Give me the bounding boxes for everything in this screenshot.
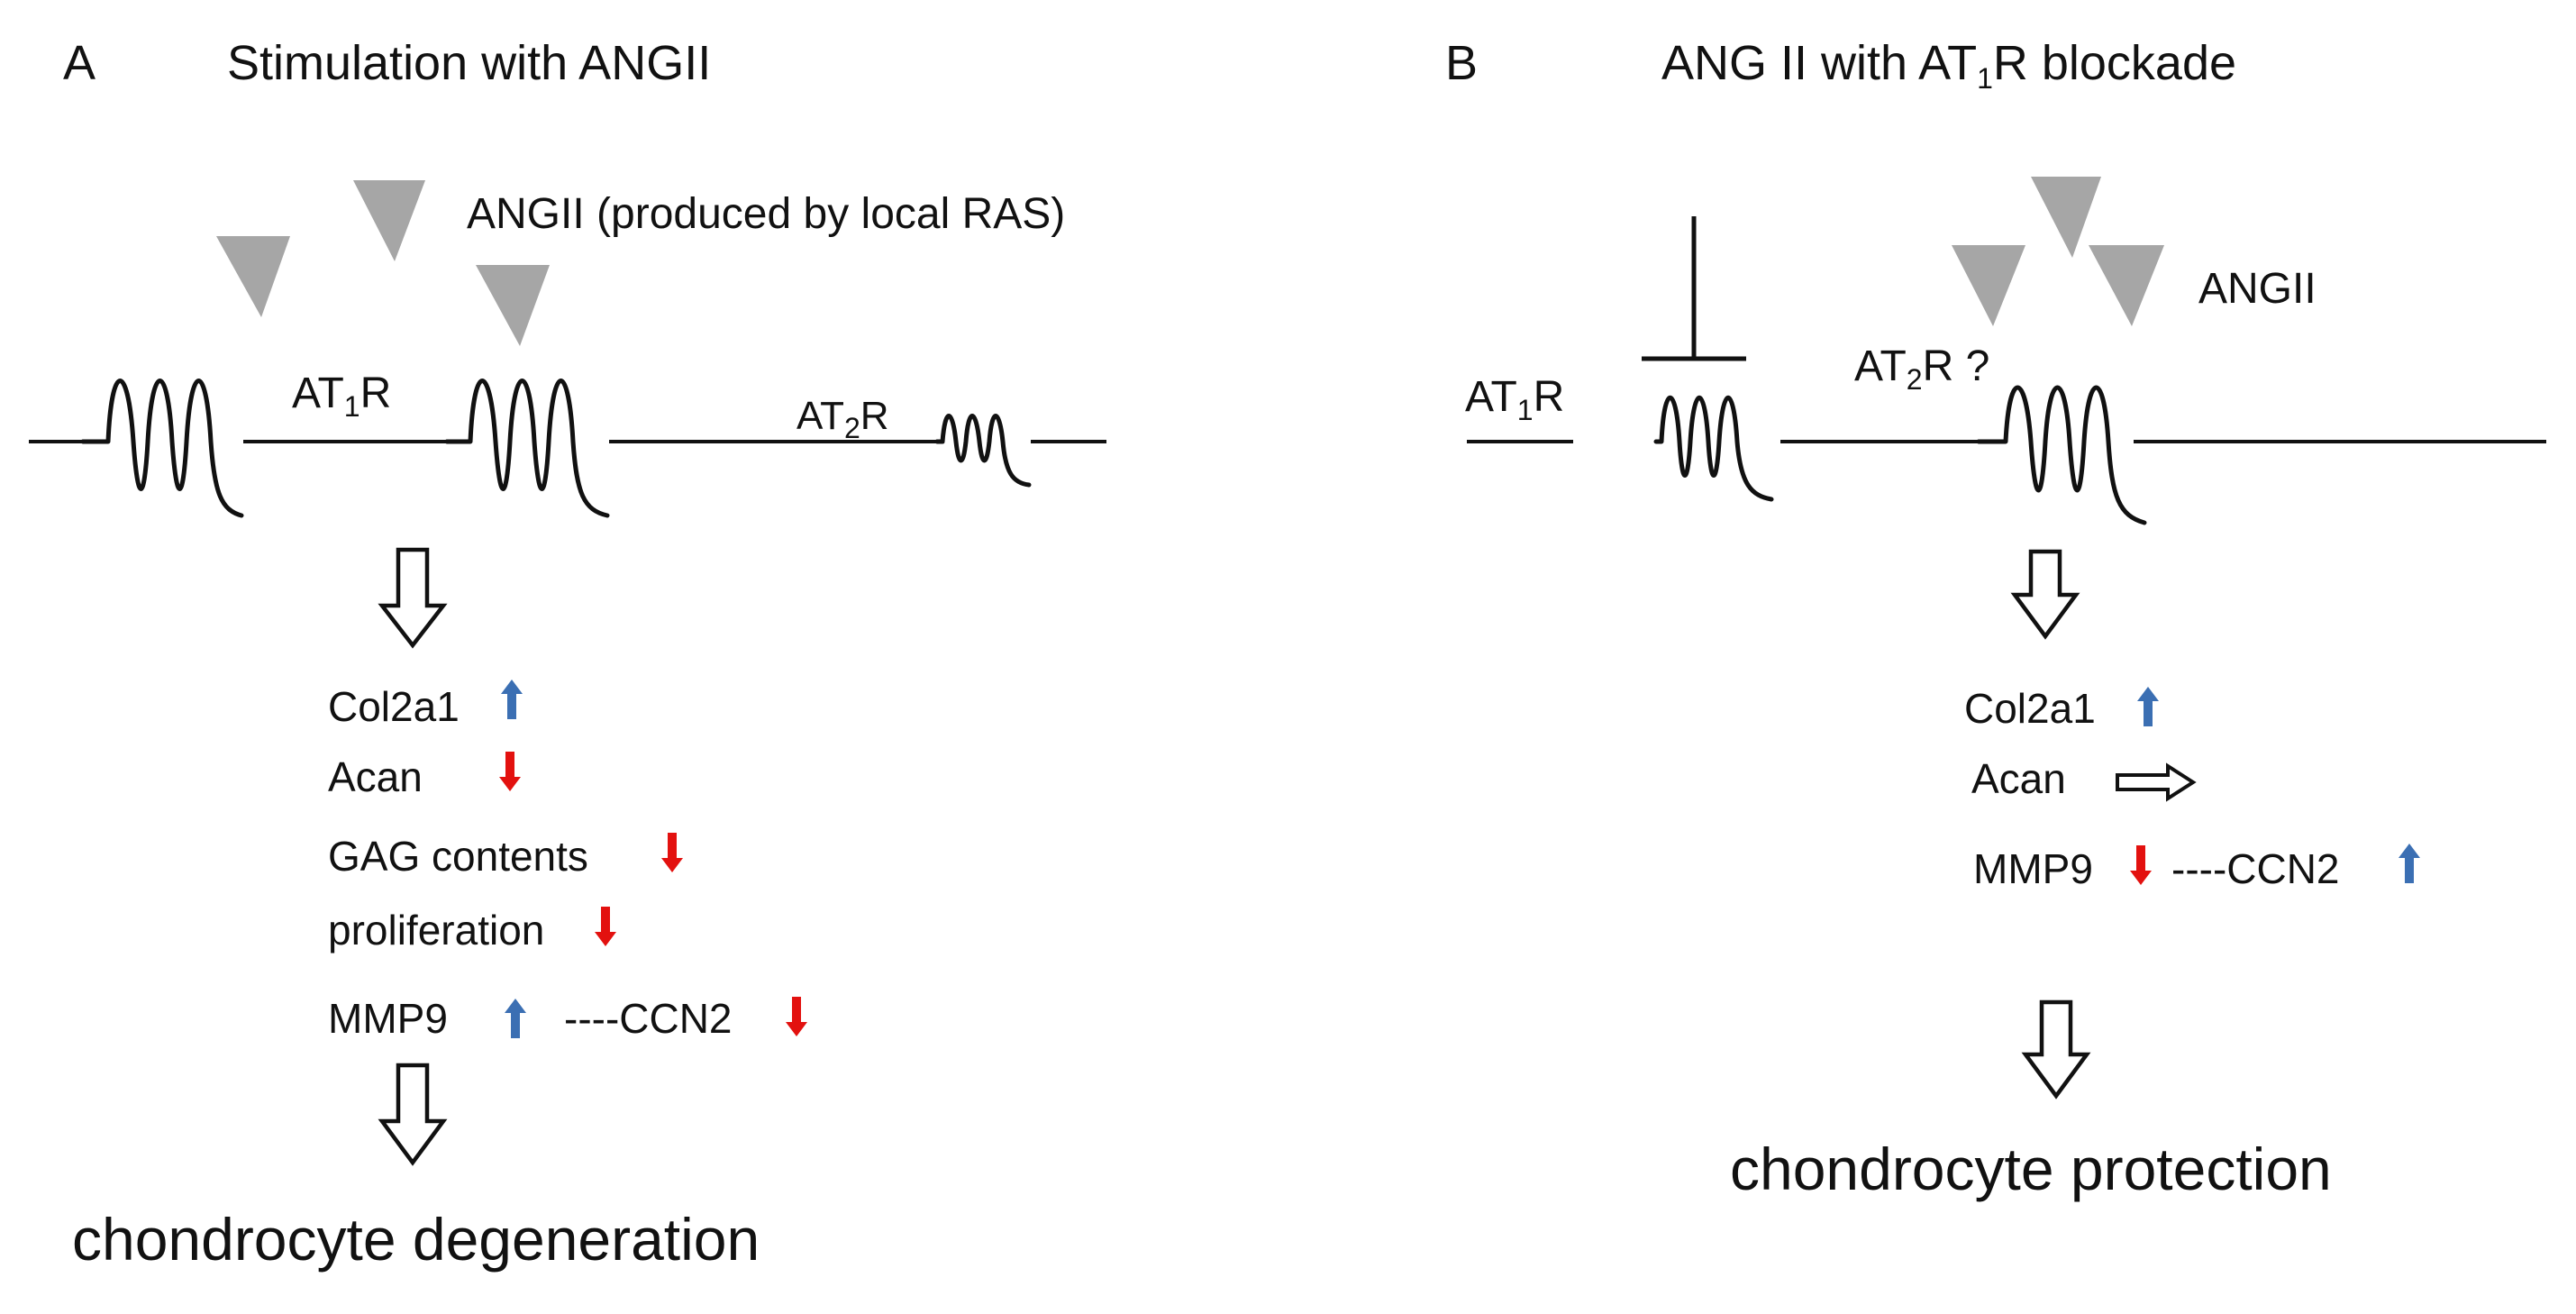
hollow-down-arrow-icon — [378, 1063, 448, 1166]
panel-b-letter: B — [1445, 36, 1478, 90]
down-arrow-icon — [661, 833, 683, 872]
gene-label-acan: Acan — [1971, 755, 2066, 802]
gene-label-col2a1: Col2a1 — [1964, 685, 2096, 732]
at1r-label: AT1R — [292, 370, 391, 423]
up-arrow-icon — [2137, 687, 2159, 726]
angii-ligand-icon — [2031, 177, 2101, 258]
at2r-receptor-icon — [934, 414, 1032, 488]
down-arrow-icon — [499, 752, 521, 791]
gene-label-acan: Acan — [328, 753, 423, 800]
panel-b-title: ANG II with AT1R blockade — [1661, 36, 2236, 95]
angii-ligand-icon — [476, 265, 550, 346]
down-arrow-icon — [595, 907, 616, 946]
up-arrow-icon — [501, 680, 523, 719]
hollow-down-arrow-icon — [2021, 999, 2091, 1100]
angii-ligand-icon — [353, 180, 425, 261]
panel-b: B ANG II with AT1R blockade ANGII AT1R A… — [1445, 36, 2546, 1202]
down-arrow-icon — [2130, 845, 2152, 885]
angii-ligand-icon — [2089, 245, 2164, 326]
at1r-receptor-icon — [80, 379, 244, 518]
gene-label-proliferation: proliferation — [328, 907, 544, 954]
at1r-label: AT1R — [1465, 373, 1564, 426]
hollow-down-arrow-icon — [378, 547, 448, 649]
angii-ligand-icon — [1952, 245, 2025, 326]
panel-a-title: Stimulation with ANGII — [227, 36, 711, 90]
panel-a-letter: A — [63, 36, 96, 90]
gene-label-gag-contents: GAG contents — [328, 833, 588, 880]
gene-label-mmp9: MMP9 — [328, 995, 448, 1042]
gene-label-col2a1: Col2a1 — [328, 683, 460, 730]
up-arrow-icon — [505, 999, 526, 1038]
panel-a-ligand-label: ANGII (produced by local RAS) — [467, 190, 1065, 238]
down-arrow-icon — [786, 997, 807, 1036]
at2r-label: AT2R ? — [1854, 342, 1989, 396]
at2r-label: AT2R — [796, 394, 889, 444]
panel-a-outcome: chondrocyte degeneration — [72, 1206, 760, 1273]
panel-b-outcome: chondrocyte protection — [1730, 1136, 2332, 1202]
ccn2-link-label: ----CCN2 — [564, 995, 733, 1042]
unchanged-right-arrow-icon — [2116, 762, 2197, 802]
panel-b-ligand-label: ANGII — [2198, 265, 2317, 313]
panel-a: A Stimulation with ANGII ANGII (produced… — [29, 36, 1106, 1273]
ccn2-link-label: ----CCN2 — [2171, 845, 2340, 892]
at1r-receptor-icon — [1653, 395, 1774, 502]
hollow-down-arrow-icon — [2010, 549, 2080, 640]
gene-label-mmp9: MMP9 — [1973, 845, 2093, 892]
at1r-receptor-icon — [444, 379, 610, 518]
up-arrow-icon — [2399, 844, 2420, 883]
at2r-receptor-icon — [1976, 385, 2147, 525]
angii-ligand-icon — [216, 236, 290, 317]
